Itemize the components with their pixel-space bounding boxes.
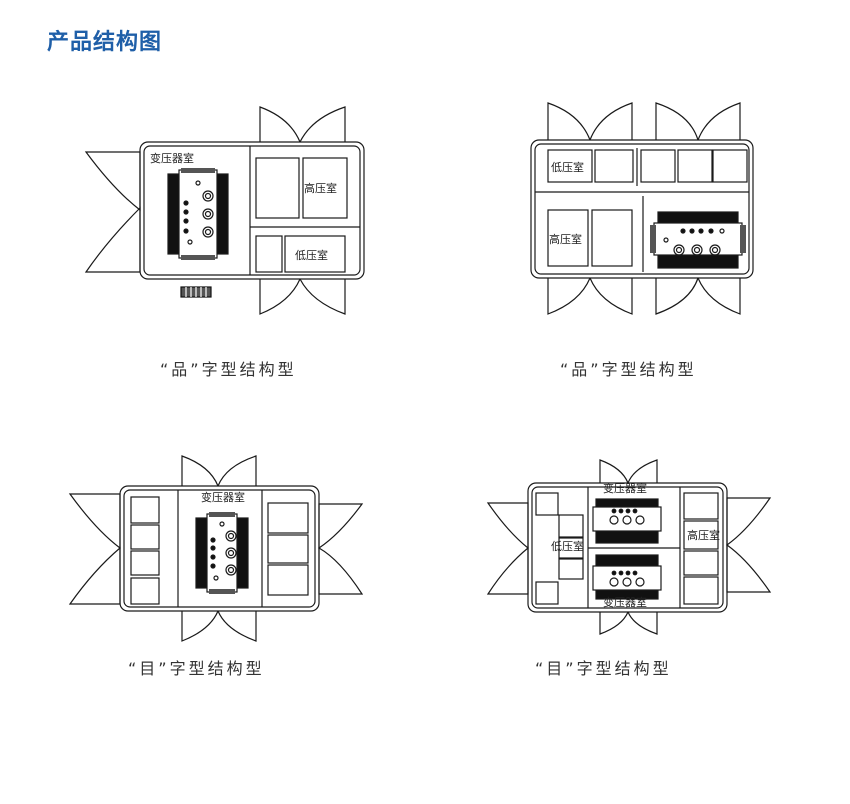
label-transformer-room: 变压器室 xyxy=(603,595,647,609)
door-leaf xyxy=(181,455,219,487)
enclosure-inner xyxy=(143,145,361,276)
label-low-voltage-room: 低压室 xyxy=(551,160,584,174)
enclosure-inner xyxy=(123,489,316,608)
enclosure xyxy=(527,482,728,613)
door-leaf xyxy=(547,102,591,141)
diagram-pin-type-b: 低压室 高压室 xyxy=(530,102,754,315)
label-high-voltage-room: 高压室 xyxy=(304,181,337,195)
door-leaf xyxy=(217,610,257,642)
door-leaf xyxy=(547,277,591,315)
door-leaf xyxy=(318,503,364,550)
door-leaf xyxy=(589,102,633,141)
diagram-pin-type-a: 变压器室 高压室 低压室 xyxy=(84,106,365,315)
door-leaf xyxy=(627,459,658,484)
enclosure xyxy=(530,139,754,279)
door-leaf xyxy=(599,611,629,635)
door-leaf xyxy=(599,459,629,484)
enclosure-inner xyxy=(531,486,724,609)
label-transformer-room: 变压器室 xyxy=(150,151,194,165)
door-leaf xyxy=(259,106,301,143)
door-leaf xyxy=(181,610,219,642)
label-low-voltage-room: 低压室 xyxy=(295,248,328,262)
door-leaf xyxy=(486,502,529,550)
label-high-voltage-room: 高压室 xyxy=(549,232,582,246)
door-leaf xyxy=(84,206,141,273)
diagram-caption: “目”字型结构型 xyxy=(128,659,265,678)
door-leaf xyxy=(299,106,346,143)
diagram-caption: “目”字型结构型 xyxy=(535,659,672,678)
door-leaf xyxy=(318,546,364,595)
door-leaf xyxy=(217,455,257,487)
enclosure xyxy=(119,485,320,612)
door-leaf xyxy=(627,611,658,635)
door-leaf xyxy=(486,546,529,595)
door-leaf xyxy=(589,277,633,315)
door-leaf xyxy=(655,102,699,141)
door-leaf xyxy=(697,277,741,315)
door-leaf xyxy=(68,546,121,605)
diagram-mu-type-a: 变压器室 xyxy=(68,455,364,642)
door-leaf xyxy=(655,277,699,315)
diagram-caption: “品”字型结构型 xyxy=(160,360,297,379)
door-leaf xyxy=(726,543,772,593)
door-leaf xyxy=(259,278,301,315)
page-title: 产品结构图 xyxy=(47,30,163,55)
door-leaf xyxy=(726,497,772,547)
label-transformer-room: 变压器室 xyxy=(603,481,647,495)
door-leaf xyxy=(68,493,121,550)
door-leaf xyxy=(84,151,141,212)
label-high-voltage-room: 高压室 xyxy=(687,528,720,542)
door-leaf xyxy=(299,278,346,315)
door-leaf xyxy=(697,102,741,141)
enclosure-inner xyxy=(534,143,750,275)
label-low-voltage-room: 低压室 xyxy=(551,539,584,553)
enclosure xyxy=(139,141,365,280)
diagram-mu-type-b: 变压器室 变压器室 低压室 高压室 xyxy=(486,459,772,635)
label-transformer-room: 变压器室 xyxy=(201,490,245,504)
diagram-caption: “品”字型结构型 xyxy=(560,360,697,379)
